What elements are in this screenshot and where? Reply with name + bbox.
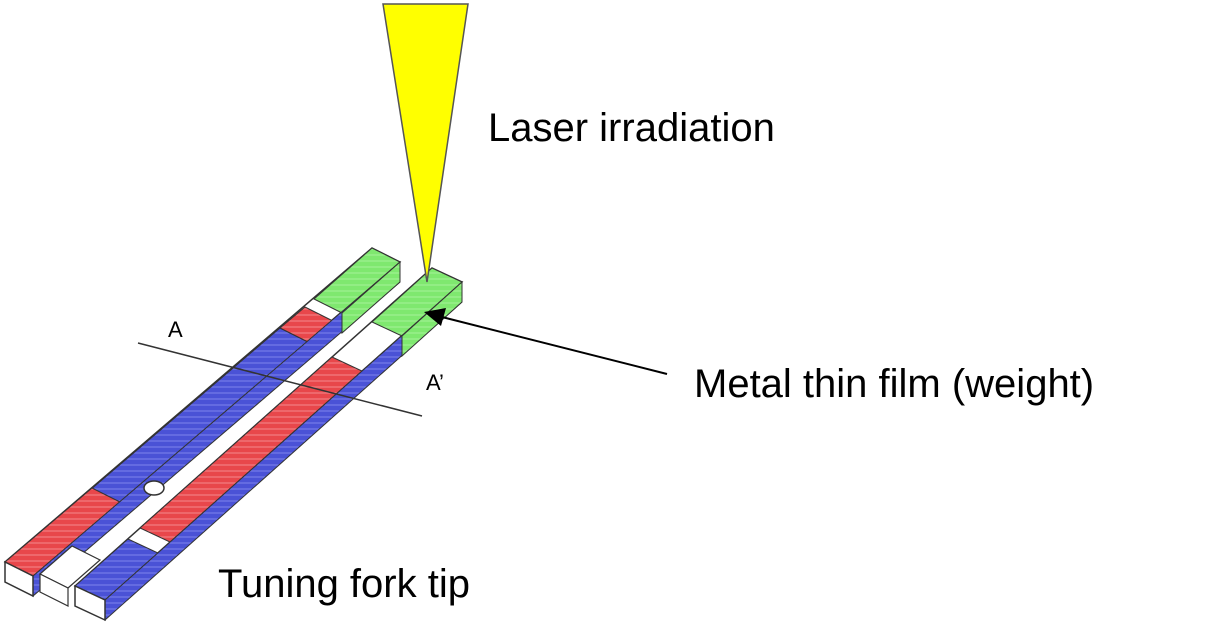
tine-right xyxy=(73,267,464,622)
tine-right-side-film xyxy=(401,280,463,358)
tine-left xyxy=(3,247,402,598)
tine-left-end-face xyxy=(4,560,34,598)
fork-base-center-end xyxy=(39,573,69,607)
section-a-prime-label: A’ xyxy=(426,370,444,395)
pointer-arrow-head xyxy=(424,308,446,326)
tuning-fork-tip-label: Tuning fork tip xyxy=(218,562,470,606)
tine-left-side-film xyxy=(341,260,401,335)
tine-right-end-face xyxy=(74,584,106,622)
laser-beam xyxy=(382,3,469,283)
fork-crotch-hole xyxy=(143,480,165,496)
section-a-label: A xyxy=(168,317,183,342)
pointer-arrow-line xyxy=(437,315,668,375)
metal-film-label: Metal thin film (weight) xyxy=(694,362,1095,406)
section-line xyxy=(137,342,423,417)
laser-label: Laser irradiation xyxy=(488,106,775,150)
